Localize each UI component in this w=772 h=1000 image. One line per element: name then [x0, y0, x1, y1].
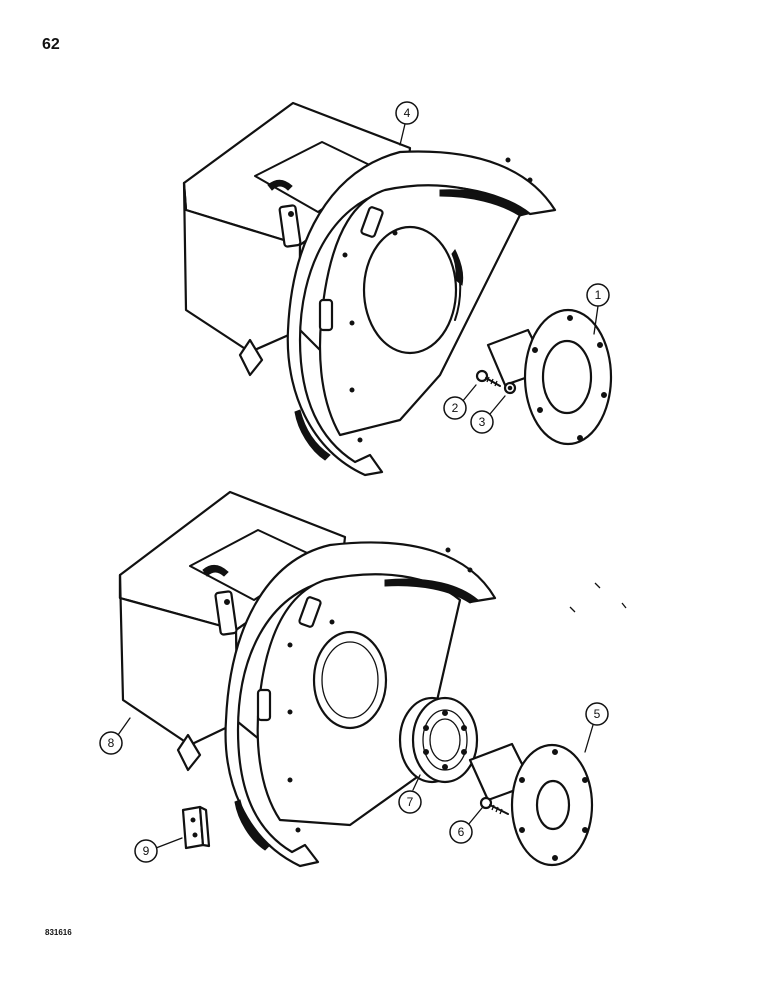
callout-6: 6 — [449, 807, 483, 844]
svg-text:2: 2 — [452, 401, 459, 415]
guard-bore — [362, 225, 458, 355]
housing-tab — [214, 590, 238, 636]
guard-clip — [256, 688, 272, 722]
svg-text:1: 1 — [595, 288, 602, 302]
page-number: 62 — [42, 36, 60, 53]
bottom-hub-flange — [468, 742, 594, 867]
callout-3: 3 — [470, 395, 506, 434]
svg-text:4: 4 — [404, 106, 411, 120]
svg-text:5: 5 — [594, 707, 601, 721]
top-hub-flange — [486, 308, 613, 446]
top-guard — [286, 150, 557, 477]
top-assembly — [182, 101, 613, 477]
housing-tab — [278, 204, 302, 248]
svg-text:9: 9 — [143, 844, 150, 858]
housing-leg — [176, 733, 202, 772]
callout-5: 5 — [584, 702, 609, 753]
callout-2: 2 — [443, 384, 477, 420]
guard-clip — [298, 596, 322, 628]
callout-9: 9 — [134, 837, 183, 863]
flange-bore — [535, 779, 571, 831]
callout-7: 7 — [398, 774, 422, 814]
callout-8: 8 — [99, 717, 131, 755]
housing-leg — [238, 338, 264, 377]
bottom-bolt — [479, 796, 509, 815]
top-washer — [503, 381, 517, 395]
guard-clip — [318, 298, 334, 332]
svg-text:3: 3 — [479, 415, 486, 429]
spacer-plate — [181, 805, 211, 850]
svg-text:6: 6 — [458, 825, 465, 839]
svg-text:7: 7 — [407, 795, 414, 809]
flange-bore — [541, 339, 593, 415]
svg-text:8: 8 — [108, 736, 115, 750]
guard-clip — [360, 206, 384, 238]
bottom-assembly — [118, 490, 627, 868]
callout-1: 1 — [586, 283, 610, 335]
guard-bore — [312, 630, 388, 730]
callout-4: 4 — [395, 101, 419, 146]
drawing-code: 831616 — [45, 928, 72, 937]
bottom-bearing — [398, 696, 479, 784]
top-bolt — [475, 369, 501, 387]
